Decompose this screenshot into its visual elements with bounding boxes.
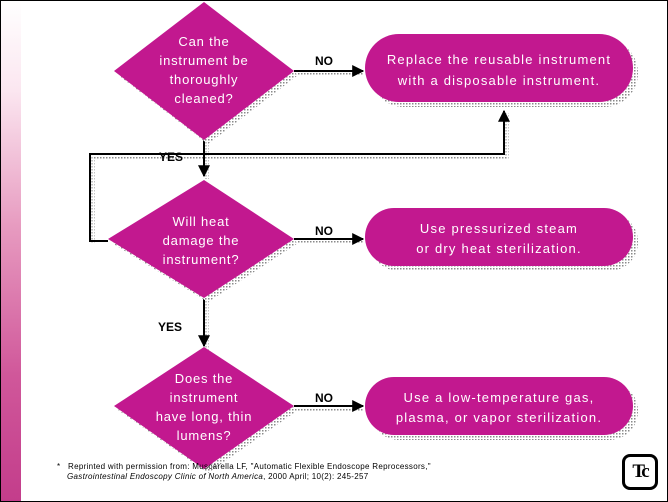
edge-label-no-2: NO bbox=[315, 224, 333, 238]
decision-2-line-2: damage the bbox=[163, 233, 240, 248]
decision-3-line-3: have long, thin bbox=[156, 409, 253, 424]
outcome-2-line-2: or dry heat sterilization. bbox=[416, 241, 582, 256]
logo: Tc bbox=[622, 454, 658, 490]
outcome-1: Replace the reusable instrument with a d… bbox=[365, 34, 638, 107]
citation: * Reprinted with permission from: Muscar… bbox=[57, 462, 597, 482]
outcome-2: Use pressurized steam or dry heat steril… bbox=[365, 208, 638, 271]
edge-label-yes-1: YES bbox=[159, 150, 183, 164]
decision-2: Will heat damage the instrument? bbox=[108, 180, 298, 302]
decision-1-line-1: Can the bbox=[178, 34, 229, 49]
decision-1: Can the instrument be thoroughly cleaned… bbox=[114, 2, 298, 144]
decorative-left-bar bbox=[1, 1, 21, 501]
decision-3-line-2: instrument bbox=[170, 390, 239, 405]
decision-3-line-4: lumens? bbox=[177, 428, 232, 443]
decision-2-line-1: Will heat bbox=[172, 214, 229, 229]
edge-label-yes-2: YES bbox=[158, 320, 182, 334]
decision-3-line-1: Does the bbox=[175, 371, 233, 386]
outcome-2-line-1: Use pressurized steam bbox=[420, 221, 578, 236]
loop-q2-left bbox=[89, 153, 204, 242]
connector-shadows bbox=[91, 72, 509, 411]
decision-1-line-4: cleaned? bbox=[174, 91, 233, 106]
decision-3: Does the instrument have long, thin lume… bbox=[114, 347, 298, 473]
citation-marker: * bbox=[57, 462, 61, 471]
outcome-3: Use a low-temperature gas, plasma, or va… bbox=[365, 377, 638, 440]
outcome-1-line-2: with a disposable instrument. bbox=[397, 73, 600, 88]
outcome-1-line-1: Replace the reusable instrument bbox=[387, 52, 611, 67]
decision-1-line-2: instrument be bbox=[159, 53, 248, 68]
decision-1-line-3: thoroughly bbox=[170, 72, 239, 87]
edge-label-no-1: NO bbox=[315, 54, 333, 68]
citation-source: Gastrointestinal Endoscopy Clinic of Nor… bbox=[67, 472, 264, 481]
citation-text: Reprinted with permission from: Muscarel… bbox=[68, 462, 431, 471]
outcome-3-line-1: Use a low-temperature gas, bbox=[404, 390, 595, 405]
citation-line-2: Gastrointestinal Endoscopy Clinic of Nor… bbox=[57, 472, 597, 482]
edge-label-no-3: NO bbox=[315, 391, 333, 405]
loop-to-outcome1 bbox=[204, 109, 510, 155]
citation-line-1: * Reprinted with permission from: Muscar… bbox=[57, 462, 597, 472]
logo-text: Tc bbox=[632, 461, 649, 482]
citation-details: , 2000 April; 10(2): 245-257 bbox=[263, 472, 369, 481]
decision-2-line-3: instrument? bbox=[163, 252, 240, 267]
outcome-3-line-2: plasma, or vapor sterilization. bbox=[396, 410, 602, 425]
